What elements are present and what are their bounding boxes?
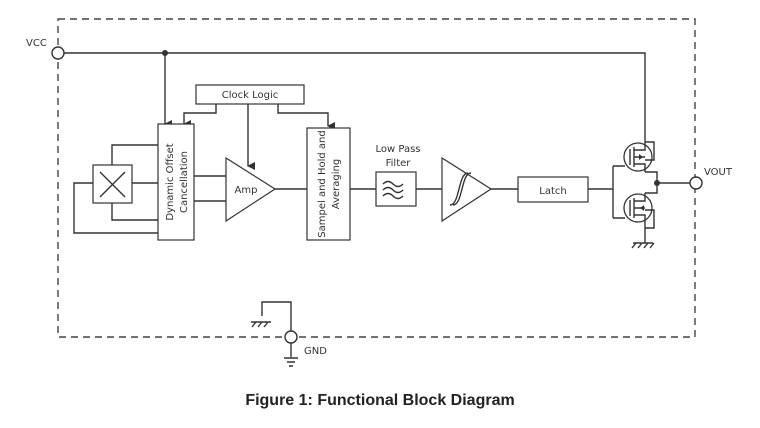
vcc-label: VCC	[26, 38, 47, 49]
earth-ground-icon	[284, 357, 298, 367]
latch-block: Latch	[517, 176, 589, 203]
output-node-wire	[645, 171, 690, 194]
hall-wire-left	[73, 182, 158, 234]
latch-to-gates-wire	[588, 165, 625, 219]
vout-label: VOUT	[704, 167, 733, 178]
lpf-label-1: Low Pass	[376, 144, 421, 155]
nmos-ground-icon	[631, 242, 655, 249]
sample-hold-label-1: Sampel and Hold and	[317, 130, 328, 237]
sample-hold-label-2: Averaging	[331, 159, 342, 209]
hysteresis-icon	[449, 172, 472, 206]
internal-ground-icon	[251, 321, 271, 328]
vcc-rail	[64, 52, 646, 142]
offset-cancellation-label-2: Cancellation	[179, 151, 190, 213]
vout-pin: VOUT	[689, 167, 733, 190]
figure-caption: Figure 1: Functional Block Diagram	[245, 392, 515, 409]
lpf-wave-icon	[382, 180, 404, 200]
output-junction-dot	[654, 180, 660, 186]
internal-ground-wire	[261, 301, 292, 331]
amp-label: Amp	[235, 185, 258, 196]
lpf-label-2: Filter	[386, 158, 412, 169]
sample-hold-block: Sampel and Hold and Averaging	[306, 127, 351, 241]
nmos-transistor	[623, 193, 655, 229]
offset-cancellation-block: Dynamic Offset Cancellation	[157, 123, 195, 241]
clock-to-samplehold-wire	[277, 104, 335, 130]
schmitt-trigger-block	[441, 156, 493, 223]
offset-to-amp-wires	[194, 175, 226, 202]
gnd-label: GND	[304, 346, 327, 357]
clock-logic-block: Clock Logic	[195, 84, 305, 105]
hall-wire-top	[111, 144, 158, 165]
amp-block: Amp	[225, 156, 277, 223]
low-pass-filter-block	[375, 171, 417, 207]
offset-cancellation-label-1: Dynamic Offset	[165, 143, 176, 220]
pmos-transistor	[623, 141, 655, 172]
clock-to-offset-wire	[183, 104, 217, 128]
latch-label: Latch	[539, 186, 566, 197]
clock-logic-label: Clock Logic	[222, 90, 278, 101]
hall-element	[92, 164, 133, 204]
hall-wire-bottom	[111, 203, 158, 221]
